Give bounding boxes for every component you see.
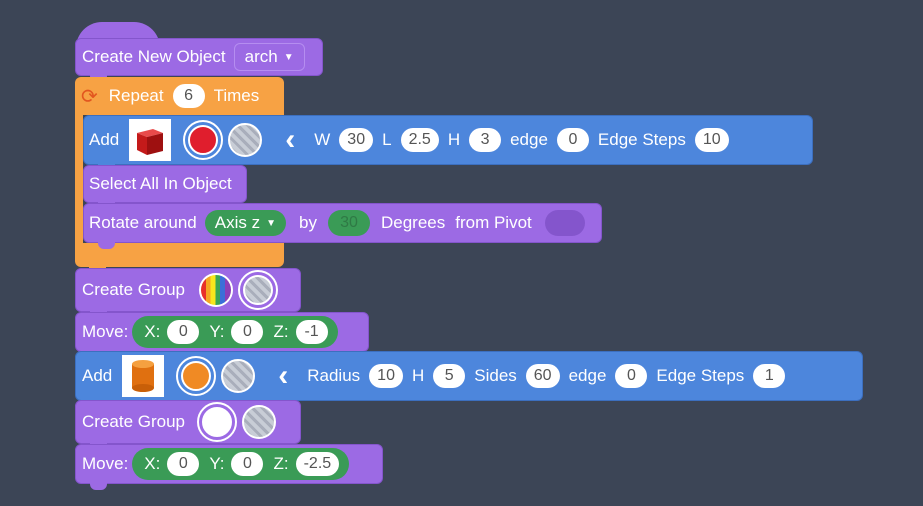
white-swatch-icon: [202, 407, 232, 437]
create-group-block[interactable]: Create Group: [75, 400, 301, 450]
repeat-block[interactable]: ⟳ Repeat 6 Times: [75, 77, 284, 115]
create-group-block[interactable]: Create Group: [75, 268, 301, 318]
sides-input[interactable]: 60: [525, 364, 560, 388]
edge-steps-label: Edge Steps: [656, 366, 745, 385]
xyz-vector: X: 0 Y: 0 Z: -1: [132, 316, 338, 348]
x-input[interactable]: 0: [167, 320, 200, 344]
repeat-icon: ⟳: [81, 85, 98, 108]
l-label: L: [382, 130, 392, 149]
repeat-label: Repeat: [108, 86, 164, 105]
h-label: H: [411, 366, 425, 385]
radius-input[interactable]: 10: [369, 364, 403, 388]
h-input[interactable]: 5: [433, 364, 466, 388]
orange-swatch-icon: [181, 361, 212, 391]
repeat-count-input[interactable]: 6: [172, 84, 205, 108]
xyz-vector: X: 0 Y: 0 Z: -2.5: [132, 448, 350, 480]
chevron-down-icon: ▼: [283, 51, 294, 63]
color-picker[interactable]: [197, 402, 237, 442]
chevron-left-icon[interactable]: ‹: [278, 359, 289, 392]
edge-steps-label: Edge Steps: [597, 130, 686, 149]
w-label: W: [314, 130, 331, 149]
color-picker[interactable]: [176, 356, 217, 396]
move-label: Move:: [82, 454, 129, 473]
edge-steps-input[interactable]: 1: [753, 364, 786, 388]
move-label: Move:: [82, 322, 129, 341]
red-swatch-icon: [188, 125, 219, 155]
radius-label: Radius: [307, 366, 361, 385]
create-group-label: Create Group: [82, 412, 185, 431]
edge-label: edge: [568, 366, 607, 385]
select-all-label: Select All In Object: [89, 174, 232, 193]
chevron-down-icon: ▼: [266, 217, 276, 229]
move-block[interactable]: Move: X: 0 Y: 0 Z: -2.5: [75, 444, 383, 490]
axis-value: Axis z: [214, 213, 261, 232]
add-cylinder-block[interactable]: Add ‹ Radius 10 H 5 Sides 60 edge 0 Edge…: [75, 351, 863, 407]
x-input[interactable]: 0: [167, 452, 200, 476]
z-label: Z:: [273, 322, 289, 341]
move-block[interactable]: Move: X: 0 Y: 0 Z: -1: [75, 312, 369, 358]
rotate-block[interactable]: Rotate around Axis z ▼ by 30 Degrees fro…: [83, 203, 602, 249]
rainbow-swatch-icon[interactable]: [199, 273, 233, 307]
z-input[interactable]: -2.5: [295, 452, 340, 476]
hole-toggle[interactable]: [238, 270, 278, 310]
z-input[interactable]: -1: [295, 320, 328, 344]
rotate-label: Rotate around: [89, 213, 197, 232]
add-label: Add: [82, 366, 113, 385]
hole-swatch-icon[interactable]: [242, 405, 276, 439]
y-input[interactable]: 0: [231, 320, 264, 344]
edge-input[interactable]: 0: [556, 128, 589, 152]
l-input[interactable]: 2.5: [400, 128, 439, 152]
z-label: Z:: [273, 454, 289, 473]
create-object-label: Create New Object: [82, 47, 226, 66]
degrees-input[interactable]: 30: [327, 210, 370, 236]
add-label: Add: [89, 130, 120, 149]
x-label: X:: [144, 454, 161, 473]
color-picker[interactable]: [183, 120, 224, 160]
axis-dropdown[interactable]: Axis z ▼: [204, 210, 286, 236]
repeat-suffix: Times: [213, 86, 260, 105]
repeat-block-arm: [75, 114, 83, 244]
x-label: X:: [144, 322, 161, 341]
h-label: H: [447, 130, 461, 149]
hole-swatch-icon: [243, 275, 273, 305]
orange-cylinder-icon[interactable]: [122, 355, 165, 397]
y-label: Y:: [209, 322, 225, 341]
y-label: Y:: [209, 454, 225, 473]
select-all-block[interactable]: Select All In Object: [83, 165, 247, 209]
edge-input[interactable]: 0: [615, 364, 648, 388]
sides-label: Sides: [474, 366, 517, 385]
object-name-dropdown[interactable]: arch ▼: [233, 43, 305, 71]
add-box-block[interactable]: Add ‹ W 30 L 2.5 H 3 edge 0 Edge Steps 1…: [83, 115, 813, 171]
y-input[interactable]: 0: [231, 452, 264, 476]
by-label: by: [299, 213, 317, 232]
red-cube-icon[interactable]: [129, 119, 172, 161]
create-group-label: Create Group: [82, 280, 185, 299]
hole-swatch-icon[interactable]: [221, 359, 256, 393]
h-input[interactable]: 3: [469, 128, 502, 152]
pivot-label: from Pivot: [455, 213, 532, 232]
chevron-left-icon[interactable]: ‹: [285, 123, 296, 156]
w-input[interactable]: 30: [339, 128, 374, 152]
edge-label: edge: [510, 130, 548, 149]
edge-steps-input[interactable]: 10: [694, 128, 729, 152]
pivot-input-slot[interactable]: [544, 210, 585, 236]
hole-swatch-icon[interactable]: [228, 123, 263, 157]
degrees-label: Degrees: [380, 213, 446, 232]
object-name-value: arch: [244, 47, 278, 66]
create-object-block[interactable]: Create New Object arch ▼: [75, 38, 323, 82]
